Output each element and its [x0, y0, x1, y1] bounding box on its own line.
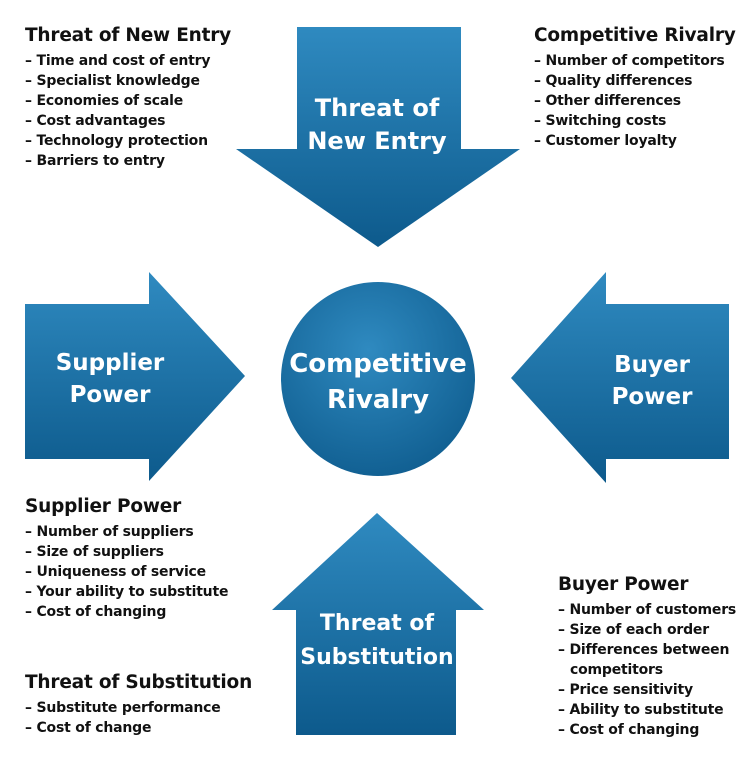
buyer-power-arrow: Buyer Power — [511, 272, 729, 483]
list-item: Number of customers — [558, 600, 748, 620]
list-item: Specialist knowledge — [25, 71, 231, 91]
up-arrow-shape — [272, 513, 484, 735]
list-item: Quality differences — [534, 71, 736, 91]
rivalry-title: Competitive Rivalry — [534, 25, 736, 46]
list-item: Size of suppliers — [25, 542, 228, 562]
rivalry-list: Number of competitors Quality difference… — [534, 51, 736, 151]
threat-of-substitution-arrow: Threat of Substitution — [272, 513, 484, 735]
list-item: Uniqueness of service — [25, 562, 228, 582]
list-item: Other differences — [534, 91, 736, 111]
supplier-block: Supplier Power Number of suppliers Size … — [25, 496, 228, 622]
list-item: Cost of change — [25, 718, 252, 738]
list-item: Time and cost of entry — [25, 51, 231, 71]
top-arrow-label-line-1: Threat of — [315, 94, 440, 122]
circle-label-line-1: Competitive — [289, 349, 467, 379]
left-arrow-label-line-1: Supplier — [56, 350, 165, 376]
substitution-list: Substitute performance Cost of change — [25, 698, 252, 738]
list-item: Cost advantages — [25, 111, 231, 131]
top-arrow-label-line-2: New Entry — [307, 127, 447, 155]
list-item: Number of competitors — [534, 51, 736, 71]
list-item: Your ability to substitute — [25, 582, 228, 602]
list-item: Size of each order — [558, 620, 748, 640]
circle-label-line-2: Rivalry — [327, 385, 429, 415]
new-entry-list: Time and cost of entry Specialist knowle… — [25, 51, 231, 171]
bottom-arrow-label-line-2: Substitution — [300, 645, 453, 670]
list-item: Technology protection — [25, 131, 231, 151]
supplier-title: Supplier Power — [25, 496, 182, 517]
bottom-arrow-label-line-1: Threat of — [320, 611, 435, 636]
substitution-title: Threat of Substitution — [25, 672, 253, 693]
list-item: Economies of scale — [25, 91, 231, 111]
buyer-block: Buyer Power Number of customers Size of … — [558, 574, 748, 740]
substitution-block: Threat of Substitution Substitute perfor… — [25, 672, 252, 738]
left-arrow-label-line-2: Power — [70, 382, 152, 408]
new-entry-title: Threat of New Entry — [25, 25, 232, 46]
competitive-rivalry-circle: Competitive Rivalry — [281, 282, 475, 476]
list-item: Number of suppliers — [25, 522, 228, 542]
list-item: Differences between competitors — [558, 640, 748, 680]
rivalry-block: Competitive Rivalry Number of competitor… — [534, 25, 736, 151]
supplier-list: Number of suppliers Size of suppliers Un… — [25, 522, 228, 622]
list-item: Cost of changing — [558, 720, 748, 740]
list-item: Ability to substitute — [558, 700, 748, 720]
new-entry-block: Threat of New Entry Time and cost of ent… — [25, 25, 231, 171]
center-circle-shape — [281, 282, 475, 476]
down-arrow-shape — [236, 27, 520, 247]
buyer-title: Buyer Power — [558, 574, 689, 595]
left-arrow-shape — [511, 272, 729, 483]
list-item: Cost of changing — [25, 602, 228, 622]
list-item: Switching costs — [534, 111, 736, 131]
list-item: Customer loyalty — [534, 131, 736, 151]
list-item: Barriers to entry — [25, 151, 231, 171]
right-arrow-label-line-1: Buyer — [614, 352, 690, 378]
list-item: Price sensitivity — [558, 680, 748, 700]
right-arrow-shape — [25, 272, 245, 481]
list-item: Substitute performance — [25, 698, 252, 718]
supplier-power-arrow: Supplier Power — [25, 272, 245, 481]
threat-of-new-entry-arrow: Threat of New Entry — [236, 27, 520, 247]
buyer-list: Number of customers Size of each order D… — [558, 600, 748, 740]
right-arrow-label-line-2: Power — [612, 384, 694, 410]
